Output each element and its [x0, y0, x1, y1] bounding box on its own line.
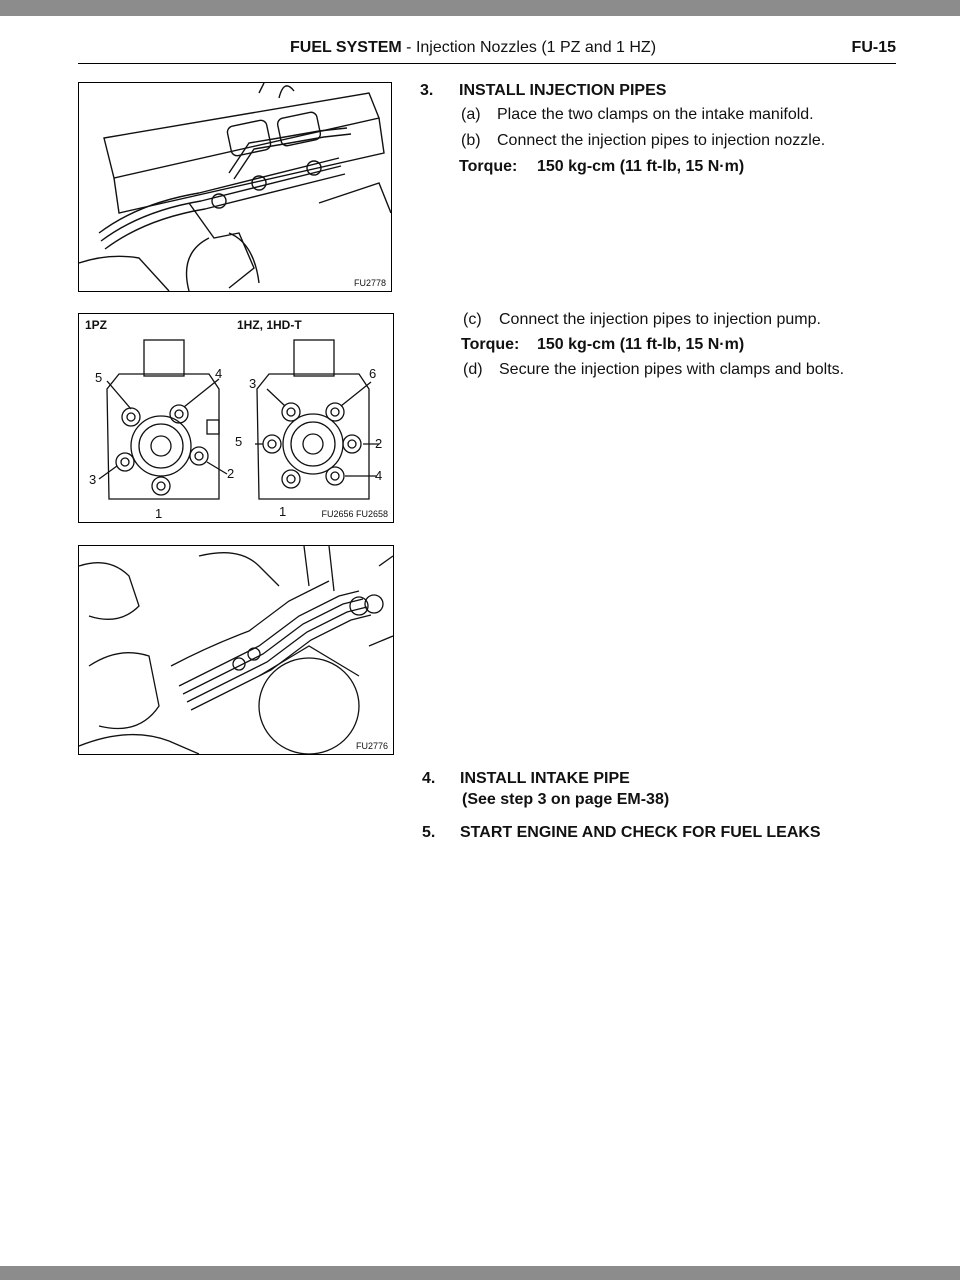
torque-2-value: 150 kg-cm (11 ft-lb, 15 N·m)	[537, 336, 745, 353]
pump-right-num-2: 2	[375, 436, 383, 451]
pump-left-num-3: 3	[89, 472, 97, 487]
injection-pump-diagram	[98, 339, 379, 500]
figure-code: FU2656 FU2658	[321, 509, 388, 519]
figure-code: FU2778	[353, 278, 386, 288]
step-3b-label: (b)	[461, 132, 481, 149]
pump-right-num-1: 1	[279, 504, 287, 519]
torque-1-label: Torque:	[459, 158, 518, 175]
step-3-title: INSTALL INJECTION PIPES	[459, 82, 667, 99]
pump-left-num-5: 5	[95, 370, 103, 385]
step-4-number: 4.	[422, 770, 436, 787]
pump-right-num-5: 5	[235, 434, 243, 449]
pump-left-num-1: 1	[155, 506, 163, 521]
figure-engine-pipes: FU2776	[78, 545, 394, 755]
engine-pipes-illustration	[79, 546, 393, 754]
step-3d-label: (d)	[463, 361, 483, 378]
figure-manifold-pipes: FU2778	[78, 82, 392, 292]
bottom-bar	[0, 1266, 960, 1280]
label-1pz: 1PZ	[85, 318, 108, 332]
step-3a-text: Place the two clamps on the intake manif…	[497, 106, 814, 123]
pump-right-num-3: 3	[249, 376, 257, 391]
step-3a-label: (a)	[461, 106, 481, 123]
torque-2-label: Torque:	[461, 336, 520, 353]
step-3c-text: Connect the injection pipes to injection…	[499, 311, 821, 328]
pump-right-num-4: 4	[375, 468, 383, 483]
step-4-title: INSTALL INTAKE PIPE	[460, 770, 630, 787]
step-3b-text: Connect the injection pipes to injection…	[497, 132, 826, 149]
figure-code: FU2776	[355, 741, 388, 751]
figure-injection-pump-order: 1PZ 1HZ, 1HD-T 5 4 3 2 1 3 6 5 2	[78, 313, 394, 523]
header-subtitle: - Injection Nozzles (1 PZ and 1 HZ)	[401, 39, 657, 56]
page-number: FU-15	[851, 39, 896, 56]
step-5-title: START ENGINE AND CHECK FOR FUEL LEAKS	[460, 824, 821, 841]
pump-right-num-6: 6	[369, 366, 377, 381]
engine-manifold-illustration	[79, 83, 391, 291]
pump-left-num-2: 2	[227, 466, 235, 481]
header-section: FUEL SYSTEM	[290, 39, 402, 56]
step-4-note: (See step 3 on page EM-38)	[462, 791, 670, 808]
page-header: FUEL SYSTEM - Injection Nozzles (1 PZ an…	[78, 39, 896, 65]
header-rule	[78, 63, 896, 64]
pump-left-num-4: 4	[215, 366, 223, 381]
step-3c-label: (c)	[463, 311, 482, 328]
top-bar	[0, 0, 960, 16]
torque-1-value: 150 kg-cm (11 ft-lb, 15 N·m)	[537, 158, 745, 175]
step-5-number: 5.	[422, 824, 436, 841]
header-title: FUEL SYSTEM - Injection Nozzles (1 PZ an…	[290, 39, 656, 57]
step-3d-text: Secure the injection pipes with clamps a…	[499, 361, 845, 378]
step-3-number: 3.	[420, 82, 434, 99]
label-1hz: 1HZ, 1HD-T	[237, 318, 302, 332]
